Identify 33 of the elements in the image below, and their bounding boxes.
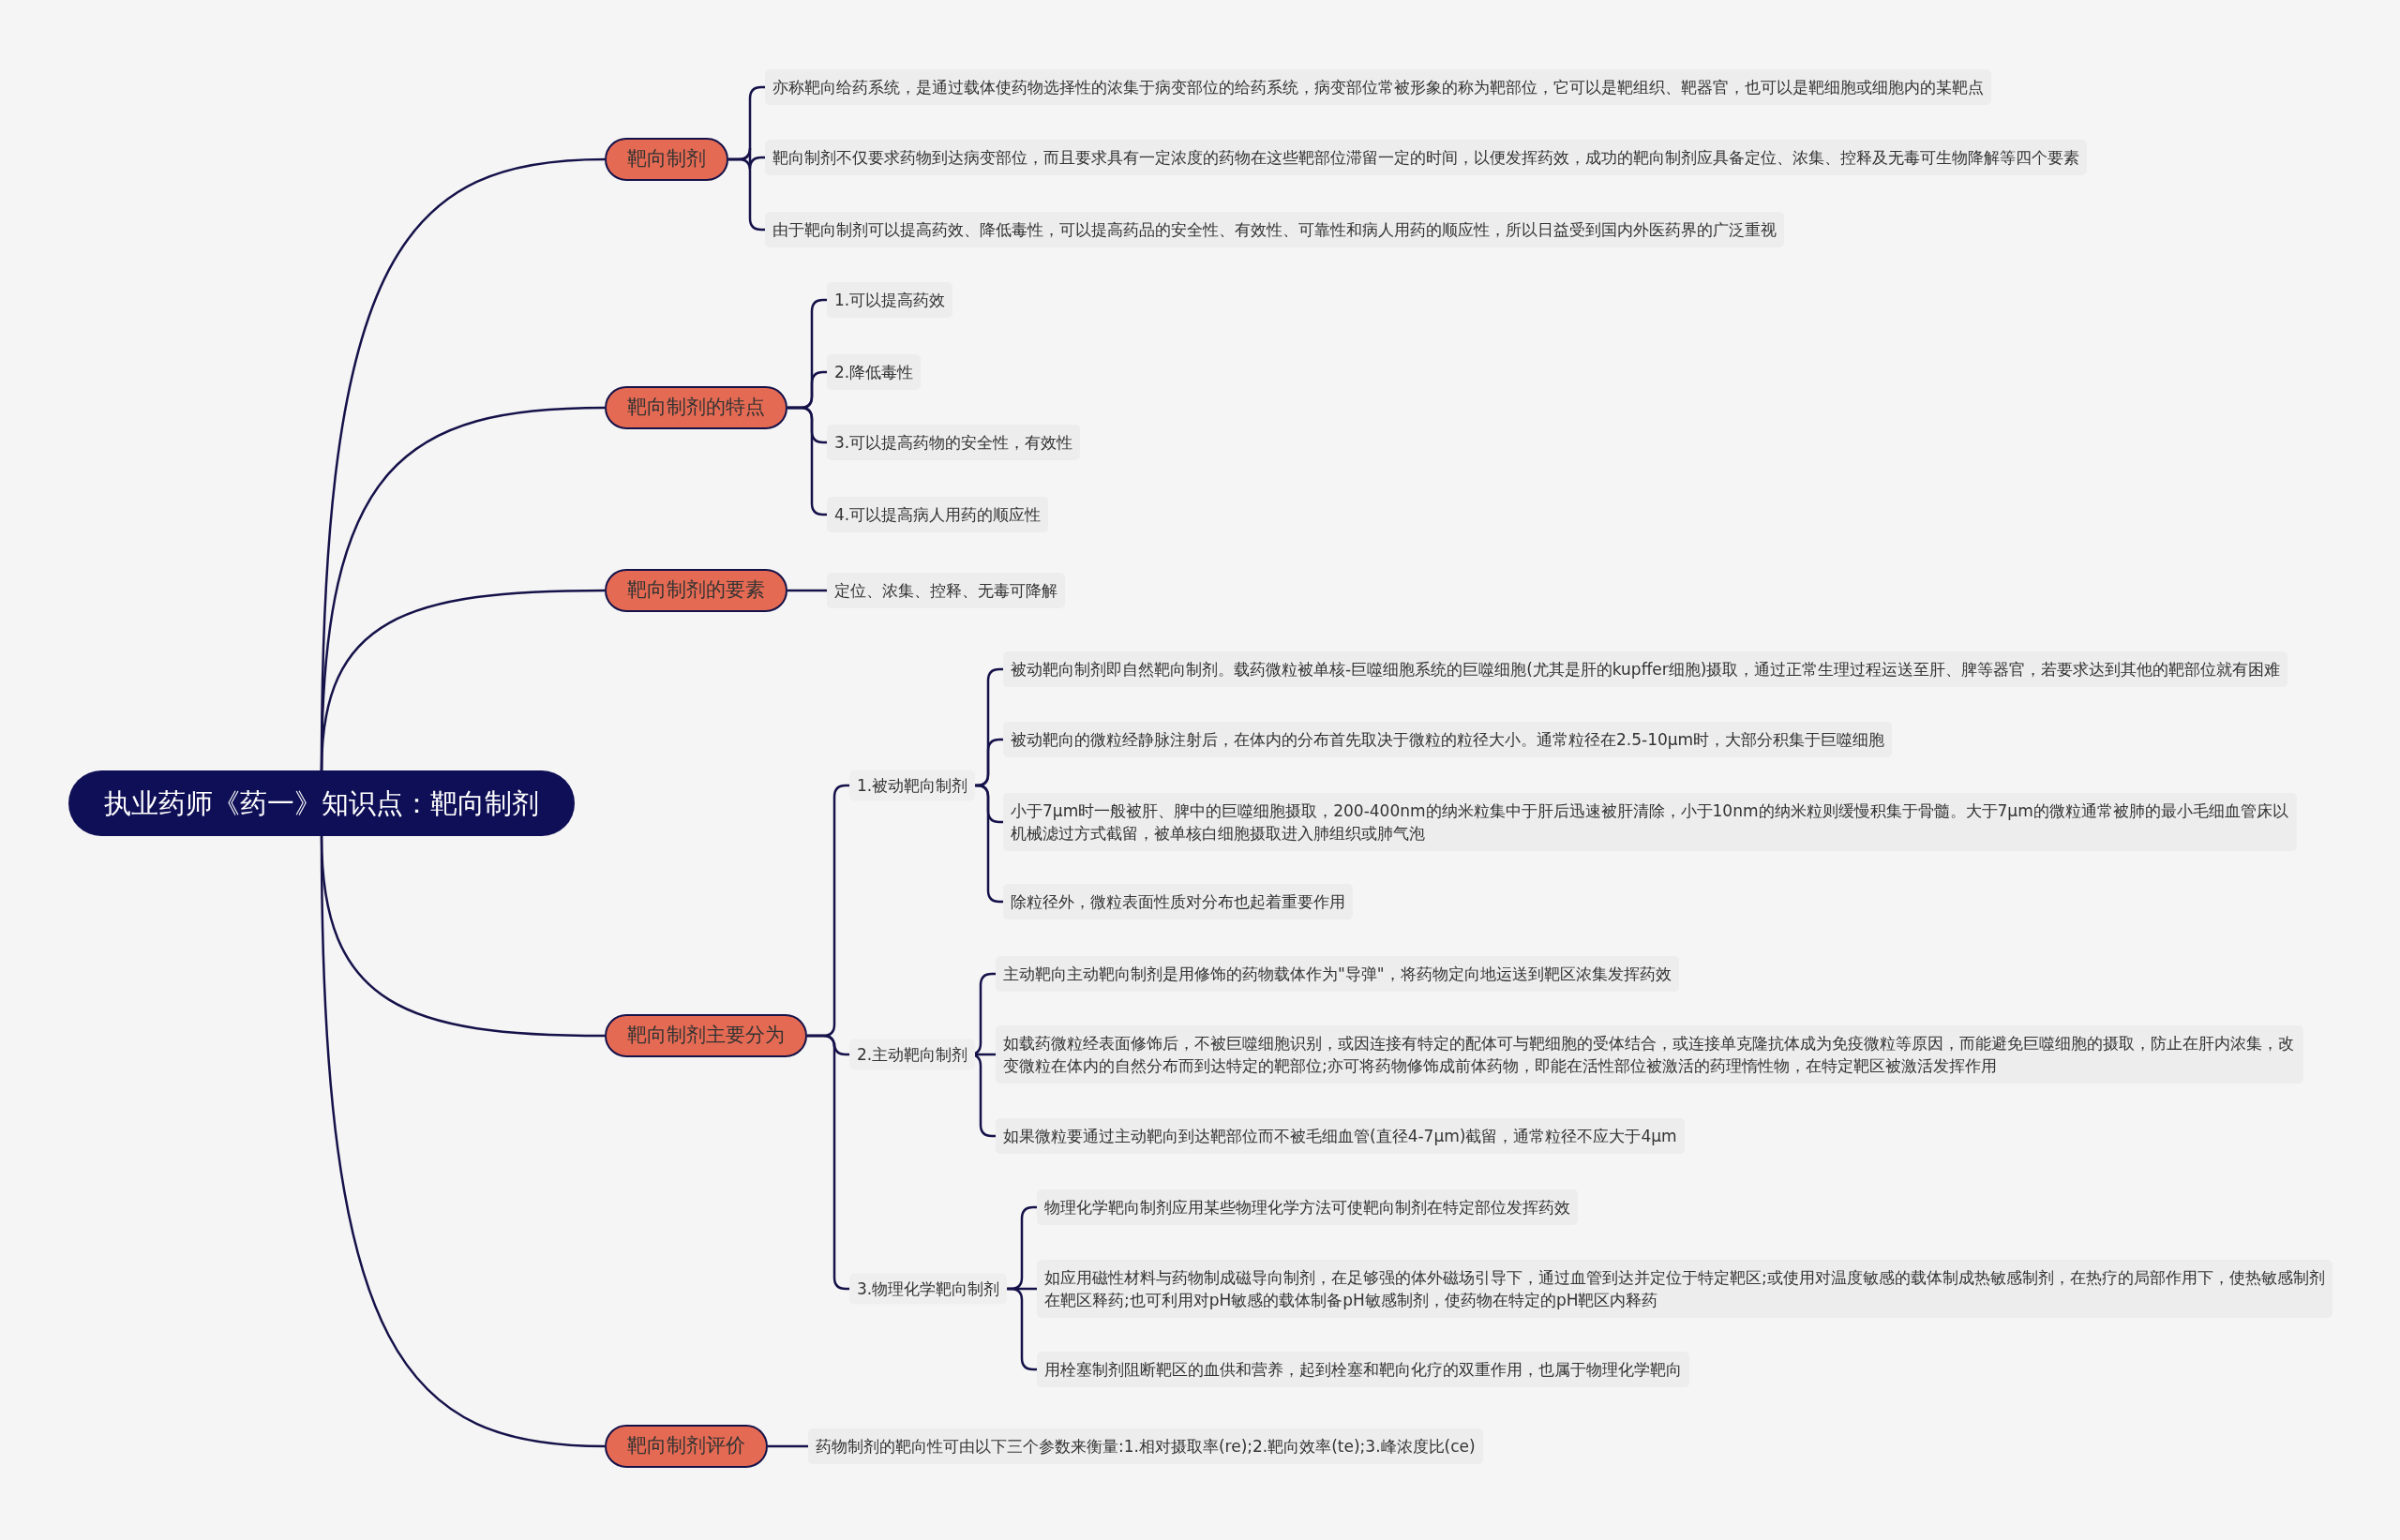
note-box: 亦称靶向给药系统，是通过载体使药物选择性的浓集于病变部位的给药系统，病变部位常被形象的称为靶部位，它可以是靶组织、靶器官，也可以是靶细胞或细胞内的某靶点 — [765, 69, 1991, 105]
subtopic-box: 3.物理化学靶向制剂 — [849, 1273, 1008, 1305]
topic-box: 靶向制剂的要素 — [605, 569, 788, 612]
topic-box: 靶向制剂主要分为 — [605, 1014, 807, 1057]
topic-box: 靶向制剂的特点 — [605, 386, 788, 429]
note-box: 被动靶向的微粒经静脉注射后，在体内的分布首先取决于微粒的粒径大小。通常粒径在2.5-10μm时，大部分积集于巨噬细胞 — [1003, 722, 1893, 757]
topic-box: 靶向制剂评价 — [605, 1425, 768, 1468]
branch-line — [975, 1053, 996, 1056]
note-box: 靶向制剂不仅要求药物到达病变部位，而且要求具有一定浓度的药物在这些靶部位滞留一定的时间，以便发挥药效，成功的靶向制剂应具备定位、浓集、控释及无毒可生物降解等四个要素 — [765, 140, 2087, 175]
note-box: 如果微粒要通过主动靶向到达靶部位而不被毛细血管(直径4-7μm)截留，通常粒径不应大于4μm — [996, 1118, 1685, 1154]
note-box: 物理化学靶向制剂应用某些物理化学方法可使靶向制剂在特定部位发挥药效 — [1037, 1189, 1578, 1225]
note-box: 3.可以提高药物的安全性，有效性 — [827, 425, 1081, 460]
note-box: 主动靶向主动靶向制剂是用修饰的药物载体作为"导弹"，将药物定向地运送到靶区浓集发挥药效 — [996, 956, 1679, 992]
note-box: 除粒径外，微粒表面性质对分布也起着重要作用 — [1003, 884, 1353, 920]
note-box: 用栓塞制剂阻断靶区的血供和营养，起到栓塞和靶向化疗的双重作用，也属于物理化学靶向 — [1037, 1352, 1689, 1387]
topic-box: 靶向制剂 — [605, 138, 728, 181]
note-box: 由于靶向制剂可以提高药效、降低毒性，可以提高药品的安全性、有效性、可靠性和病人用药的顺应性，所以日益受到国内外医药界的广泛重视 — [765, 212, 1784, 247]
note-box: 1.可以提高药效 — [827, 282, 953, 318]
note-box: 被动靶向制剂即自然靶向制剂。载药微粒被单核-巨噬细胞系统的巨噬细胞(尤其是肝的kupffer细胞)摄取，通过正常生理过程运送至肝、脾等器官，若要求达到其他的靶部位就有困难 — [1003, 651, 2288, 687]
note-box: 如载药微粒经表面修饰后，不被巨噬细胞识别，或因连接有特定的配体可与靶细胞的受体结合，或连接单克隆抗体成为免疫微粒等原因，而能避免巨噬细胞的摄取，防止在肝内浓集，改变微粒在体内的自然分布而到达特定的靶部位;亦可将药物修饰成前体药物，即能在活性部位被激活的药理惰性物，在特定靶区被激活发挥作用 — [996, 1025, 2303, 1084]
branch-line — [320, 836, 606, 1448]
note-box: 小于7μm时一般被肝、脾中的巨噬细胞摄取，200-400nm的纳米粒集中于肝后迅速被肝清除，小于10nm的纳米粒则缓慢积集于骨髓。大于7μm的微粒通常被肺的最小毛细血管床以机械滤过方式截留，被单核白细胞摄取进入肺组织或肺气泡 — [1003, 793, 2297, 851]
central-topic: 执业药师《药一》知识点：靶向制剂 — [68, 770, 575, 836]
note-box: 如应用磁性材料与药物制成磁导向制剂，在足够强的体外磁场引导下，通过血管到达并定位于特定靶区;或使用对温度敏感的载体制成热敏感制剂，在热疗的局部作用下，使热敏感制剂在靶区释药;也可利用对pH敏感的载体制备pH敏感制剂，使药物在特定的pH靶区内释药 — [1037, 1260, 2332, 1318]
note-box: 2.降低毒性 — [827, 354, 922, 390]
note-box: 4.可以提高病人用药的顺应性 — [827, 497, 1049, 532]
branch-line — [788, 589, 827, 592]
note-box: 定位、浓集、控释、无毒可降解 — [827, 573, 1065, 608]
subtopic-box: 2.主动靶向制剂 — [849, 1039, 976, 1070]
branch-line — [768, 1444, 808, 1448]
branch-line — [320, 589, 605, 771]
note-box: 药物制剂的靶向性可由以下三个参数来衡量:1.相对摄取率(re);2.靶向效率(te);3.峰浓度比(ce) — [808, 1428, 1483, 1464]
subtopic-box: 1.被动靶向制剂 — [849, 770, 976, 801]
